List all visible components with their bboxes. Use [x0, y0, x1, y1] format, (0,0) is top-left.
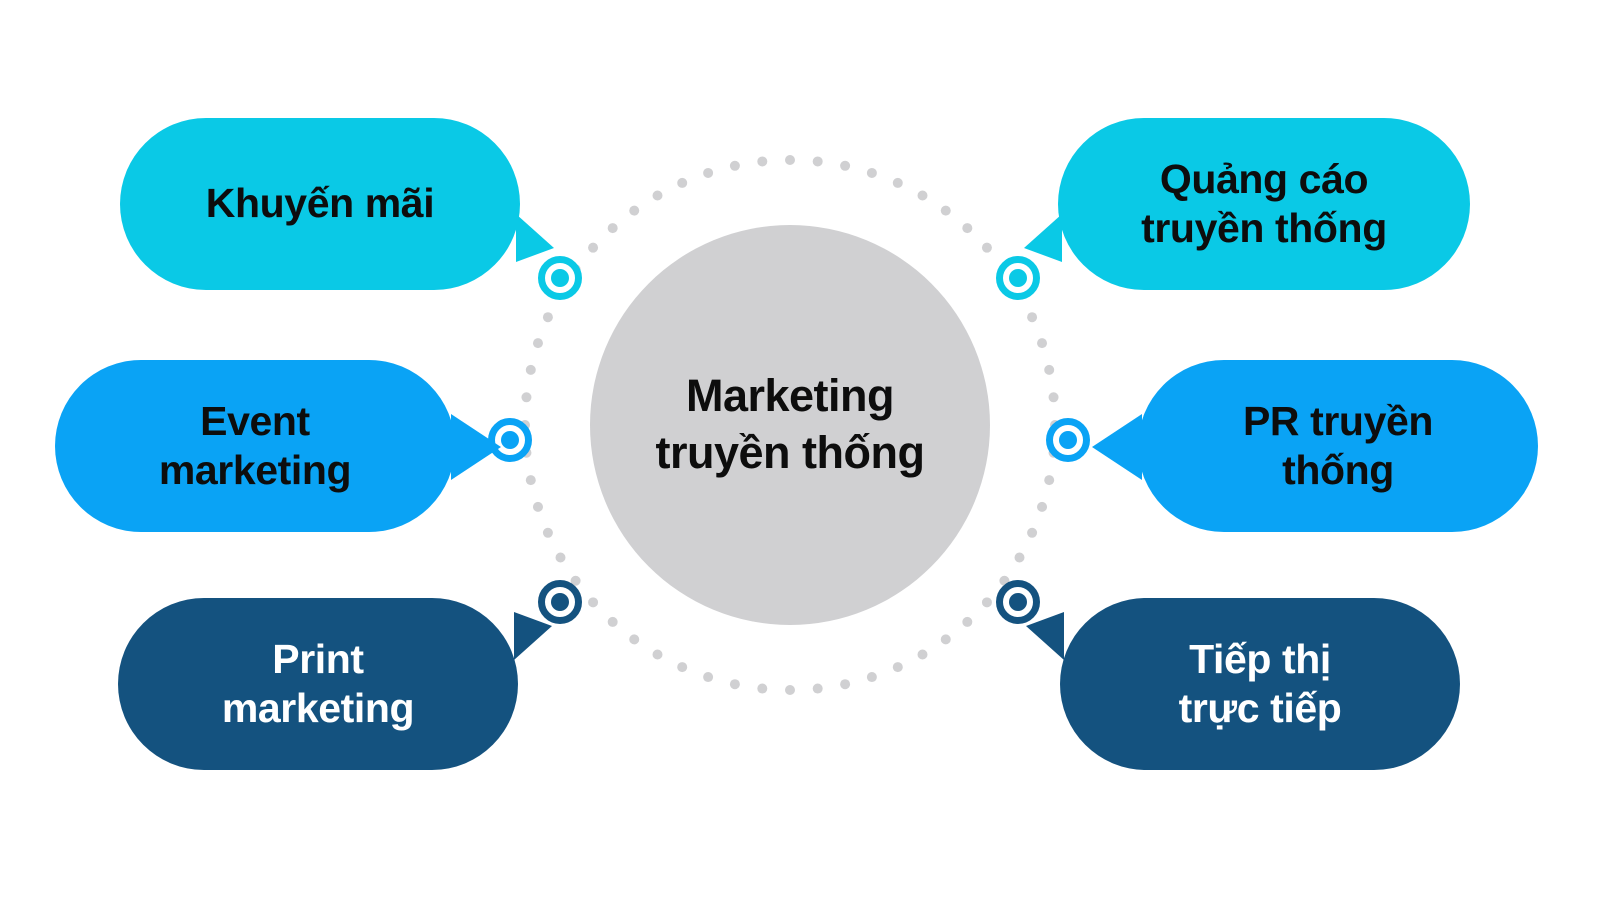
marker-core-icon [1009, 269, 1027, 287]
bubble-body [120, 118, 520, 290]
bubble-body [1058, 118, 1470, 290]
bubble-body [1060, 598, 1460, 770]
marker-core-icon [1009, 593, 1027, 611]
bubble-tail [516, 214, 554, 262]
branch-bubble-tiep-thi-truc-tiep[interactable]: Tiếp thị trực tiếp [1026, 598, 1460, 770]
bubble-tail [514, 612, 552, 660]
branch-label-khuyen-mai: Khuyến mãi [205, 180, 435, 227]
branch-bubble-quang-cao-truyen-thong[interactable]: Quảng cáo truyền thống [1024, 118, 1470, 290]
bubble-tail [1092, 414, 1142, 480]
bubble-tail [1026, 612, 1064, 660]
connector-marker-quang-cao-truyen-thong[interactable] [996, 256, 1040, 300]
branch-label-pr-truyen-thong: PR truyền thống [1242, 397, 1434, 493]
branch-bubble-pr-truyen-thong[interactable]: PR truyền thống [1092, 360, 1538, 532]
marker-core-icon [501, 431, 519, 449]
branch-label-event-marketing: Event marketing [158, 397, 352, 493]
connector-marker-khuyen-mai[interactable] [538, 256, 582, 300]
center-hub: Marketing truyền thống [590, 225, 990, 625]
bubble-body [1138, 360, 1538, 532]
marker-core-icon [1059, 431, 1077, 449]
marker-core-icon [551, 269, 569, 287]
branch-bubble-khuyen-mai[interactable]: Khuyến mãi [120, 118, 554, 290]
branch-label-quang-cao-truyen-thong: Quảng cáo truyền thống [1141, 155, 1387, 251]
bubble-body [118, 598, 518, 770]
branch-label-tiep-thi-truc-tiep: Tiếp thị trực tiếp [1178, 635, 1342, 731]
branch-bubble-event-marketing[interactable]: Event marketing [55, 360, 501, 532]
branch-label-print-marketing: Print marketing [221, 635, 415, 731]
bubble-body [55, 360, 455, 532]
marker-core-icon [551, 593, 569, 611]
center-hub-label: Marketing truyền thống [655, 370, 925, 478]
connector-marker-pr-truyen-thong[interactable] [1046, 418, 1090, 462]
bubble-tail [1024, 214, 1062, 262]
bubble-tail [451, 414, 501, 480]
branch-bubble-print-marketing[interactable]: Print marketing [118, 598, 552, 770]
